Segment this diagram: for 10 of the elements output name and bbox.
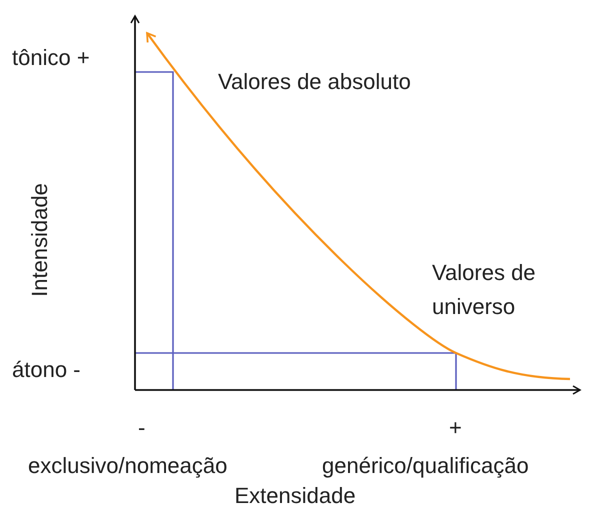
curve-label: Valores de absoluto: [218, 68, 411, 96]
axis-label: +: [449, 414, 462, 442]
axis-label: -: [138, 414, 146, 442]
axis-label: átono -: [12, 356, 80, 384]
axis-title: Extensidade: [234, 482, 356, 510]
axis-label: genérico/qualificação: [322, 452, 529, 480]
axis-label: exclusivo/nomeação: [28, 452, 228, 480]
axis-label: tônico +: [12, 44, 90, 72]
curve-label: Valores de universo: [432, 259, 537, 321]
axis-title: Intensidade: [26, 183, 53, 297]
